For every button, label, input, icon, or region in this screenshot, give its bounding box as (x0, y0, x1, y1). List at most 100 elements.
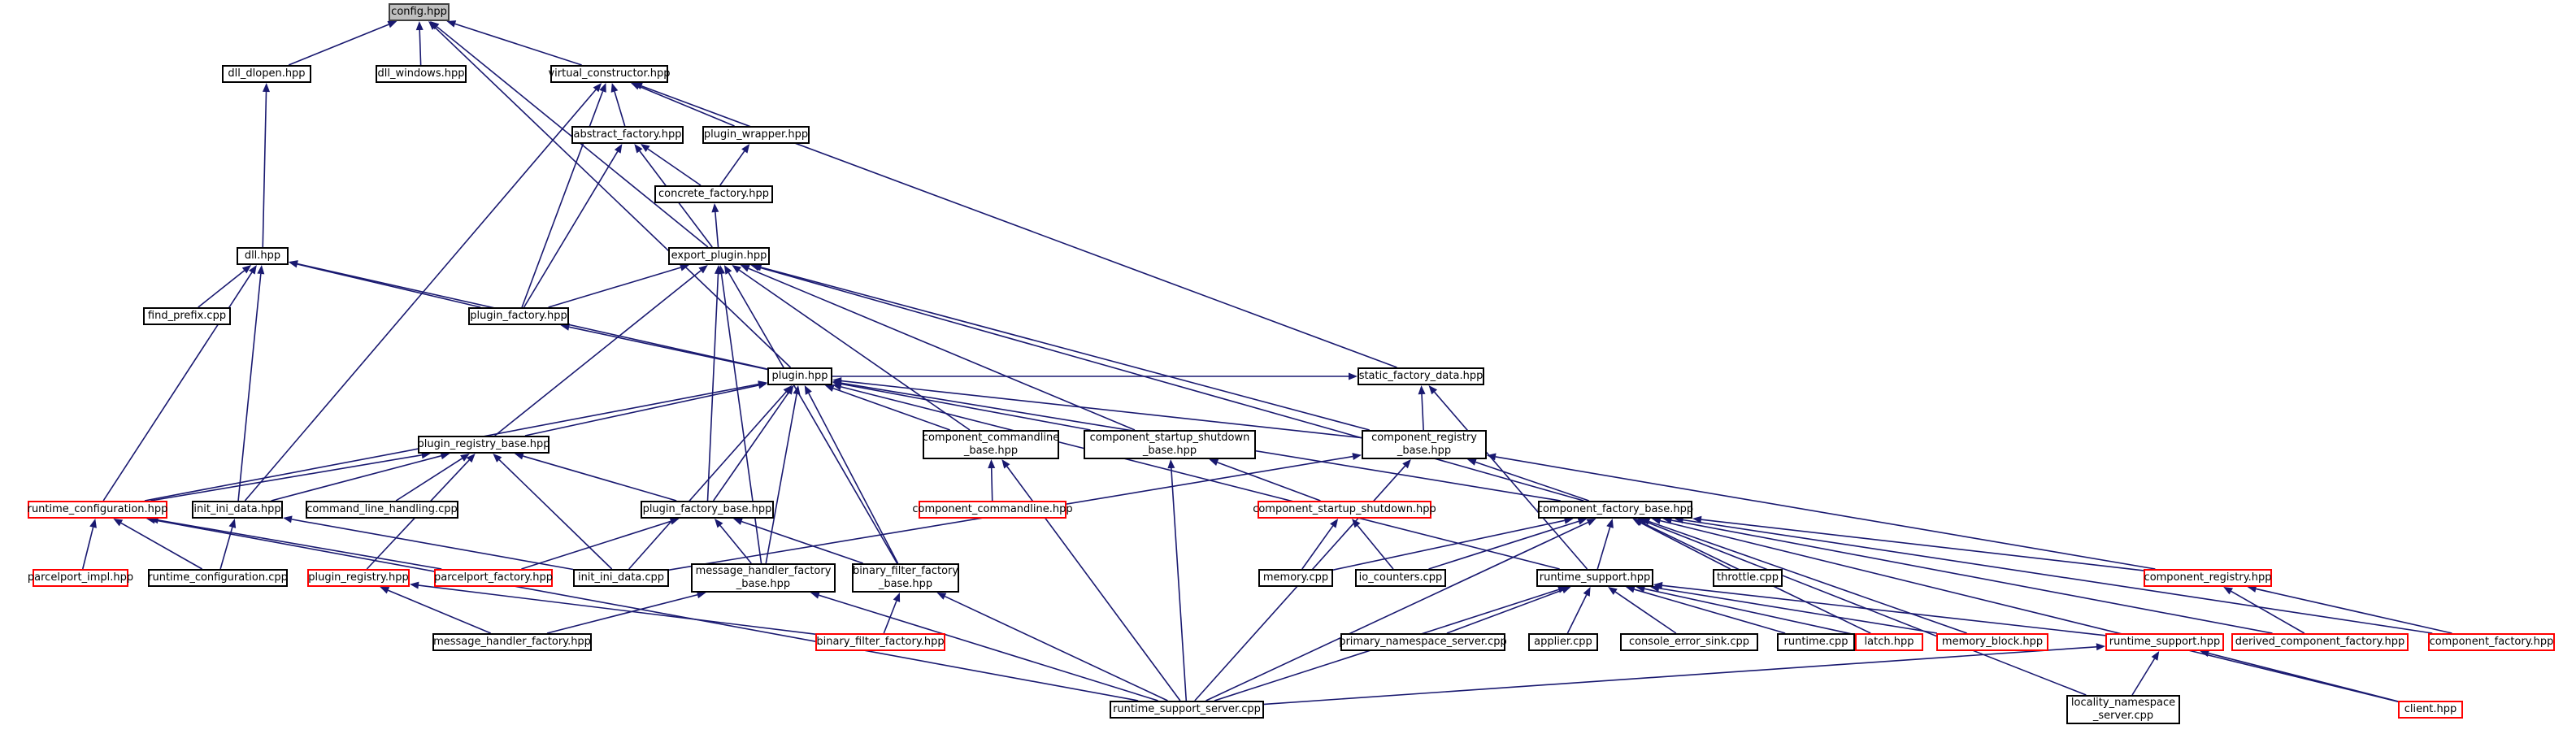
edge-throttle-to-component-factory-base (1640, 522, 1731, 570)
edge-message-handler-factory-to-message-handler-factory-base (546, 593, 698, 634)
node-binary-filter-factory[interactable]: binary_filter_factory.hpp (815, 633, 945, 651)
edge-client-to-runtime-support-red (2208, 652, 2399, 702)
arrowhead-plugin-registry-base (466, 454, 476, 463)
edge-component-factory-base-to-component-registry-base (1475, 461, 1589, 502)
node-component-factory[interactable]: component_factory.hpp (2428, 633, 2555, 651)
arrowhead-runtime-support-red (2096, 643, 2105, 651)
arrowhead-component-commandline-base (1001, 459, 1010, 469)
edge-component-commandline-base-to-export-plugin (738, 269, 971, 431)
edge-component-registry-base-to-export-plugin (761, 267, 1370, 431)
node-plugin-factory-base[interactable]: plugin_factory_base.hpp (641, 501, 774, 519)
node-message-handler-factory[interactable]: message_handler_factory.hpp (432, 633, 592, 651)
node-config[interactable]: config.hpp (389, 3, 450, 21)
node-command-line-handling[interactable]: command_line_handling.cpp (306, 501, 458, 519)
arrowhead-dll (249, 265, 257, 275)
node-throttle[interactable]: throttle.cpp (1713, 569, 1783, 587)
edge-runtime-support-server-to-runtime-configuration-hpp (154, 519, 1139, 701)
node-component-registry[interactable]: component_registry.hpp (2144, 569, 2272, 587)
arrowhead-plugin (824, 384, 835, 392)
arrowhead-plugin (804, 385, 812, 395)
edge-component-factory-base-to-export-plugin (758, 267, 1584, 502)
edge-init-ini-data-cpp-to-init-ini-data-hpp (291, 519, 574, 571)
arrowhead-plugin-factory-base (669, 518, 680, 525)
edge-io-counters-to-component-factory-base (1428, 520, 1579, 570)
node-primary-namespace-server[interactable]: primary_namespace_server.cpp (1339, 633, 1507, 651)
arrowhead-plugin-wrapper (741, 144, 750, 154)
node-applier[interactable]: applier.cpp (1528, 633, 1598, 651)
edge-init-ini-data-cpp-to-plugin (628, 391, 787, 570)
arrowhead-component-factory-base (1606, 519, 1614, 528)
arrowhead-component-registry-base (1487, 453, 1497, 461)
node-client[interactable]: client.hpp (2398, 701, 2463, 719)
node-plugin[interactable]: plugin.hpp (767, 367, 832, 385)
node-init-ini-data-cpp[interactable]: init_ini_data.cpp (573, 569, 669, 587)
node-dll[interactable]: dll.hpp (237, 247, 289, 265)
arrowhead-config (415, 21, 424, 31)
node-runtime-configuration-cpp[interactable]: runtime_configuration.cpp (148, 569, 288, 587)
node-memory-block[interactable]: memory_block.hpp (1936, 633, 2048, 651)
node-plugin-registry[interactable]: plugin_registry.hpp (307, 569, 410, 587)
node-parcelport-impl[interactable]: parcelport_impl.hpp (28, 569, 133, 587)
node-runtime-configuration-hpp[interactable]: runtime_configuration.hpp (28, 501, 167, 519)
node-parcelport-factory[interactable]: parcelport_factory.hpp (434, 569, 553, 587)
node-runtime-support-hpp[interactable]: runtime_support.hpp (1536, 569, 1653, 587)
edge-component-commandline-base-to-plugin (832, 387, 950, 431)
node-memory[interactable]: memory.cpp (1258, 569, 1333, 587)
arrowhead-runtime-support-hpp (1557, 586, 1567, 593)
arrowhead-plugin-registry-base (460, 454, 470, 462)
arrowhead-plugin (783, 385, 793, 395)
arrowhead-export-plugin (750, 263, 761, 271)
node-component-startup-shutdown[interactable]: component_startup_shutdown.hpp (1253, 501, 1436, 519)
edge-primary-namespace-server-to-runtime-support-hpp (1446, 589, 1563, 634)
node-binary-filter-factory-base[interactable]: binary_filter_factory _base.hpp (852, 563, 959, 593)
node-dll-windows[interactable]: dll_windows.hpp (376, 65, 467, 83)
node-plugin-wrapper[interactable]: plugin_wrapper.hpp (702, 126, 810, 144)
arrowhead-abstract-factory (614, 144, 623, 154)
node-derived-component-factory[interactable]: derived_component_factory.hpp (2231, 633, 2409, 651)
node-init-ini-data-hpp[interactable]: init_ini_data.hpp (192, 501, 283, 519)
edge-memory-block-to-runtime-support-hpp (1658, 587, 1938, 634)
arrowhead-plugin-registry-base (493, 454, 502, 463)
node-message-handler-factory-base[interactable]: message_handler_factory _base.hpp (691, 563, 836, 593)
node-virtual-constructor[interactable]: virtual_constructor.hpp (548, 65, 671, 83)
arrowhead-component-registry-base (1352, 453, 1362, 461)
node-plugin-registry-base[interactable]: plugin_registry_base.hpp (418, 436, 550, 454)
node-dll-dlopen[interactable]: dll_dlopen.hpp (222, 65, 311, 83)
arrowhead-plugin (793, 385, 801, 395)
arrowhead-init-ini-data-hpp (283, 515, 293, 523)
node-io-counters[interactable]: io_counters.cpp (1355, 569, 1446, 587)
arrowhead-runtime-configuration-hpp (113, 519, 124, 527)
arrowhead-component-startup-shutdown (1330, 519, 1339, 528)
node-console-error-sink[interactable]: console_error_sink.cpp (1620, 633, 1758, 651)
node-latch[interactable]: latch.hpp (1855, 633, 1923, 651)
node-find-prefix[interactable]: find_prefix.cpp (143, 307, 231, 325)
node-plugin-factory[interactable]: plugin_factory.hpp (468, 307, 569, 325)
edge-memory-to-component-startup-shutdown (1301, 525, 1334, 570)
node-component-factory-base[interactable]: component_factory_base.hpp (1537, 501, 1693, 519)
arrowhead-static-factory-data (1428, 385, 1438, 395)
node-abstract-factory[interactable]: abstract_factory.hpp (571, 126, 684, 144)
edge-virtual-constructor-to-config (454, 23, 582, 66)
node-component-startup-shutdown-base[interactable]: component_startup_shutdown _base.hpp (1084, 430, 1256, 459)
arrowhead-component-startup-shutdown-base (1167, 459, 1175, 469)
node-component-commandline-base[interactable]: component_commandline _base.hpp (923, 430, 1059, 459)
arrowhead-plugin-registry (380, 587, 390, 594)
edge-parcelport-factory-to-plugin-factory-base (521, 520, 671, 570)
arrowhead-static-factory-data (1349, 372, 1358, 380)
arrowhead-runtime-support-hpp (1583, 587, 1591, 597)
node-runtime-support-server[interactable]: runtime_support_server.cpp (1110, 701, 1264, 719)
node-concrete-factory[interactable]: concrete_factory.hpp (654, 185, 773, 203)
node-runtime-support-red[interactable]: runtime_support.hpp (2105, 633, 2224, 651)
node-runtime-cpp[interactable]: runtime.cpp (1777, 633, 1855, 651)
node-component-registry-base[interactable]: component_registry _base.hpp (1362, 430, 1487, 459)
node-component-commandline[interactable]: component_commandline.hpp (912, 501, 1073, 519)
node-export-plugin[interactable]: export_plugin.hpp (668, 247, 770, 265)
edge-runtime-support-red-to-runtime-support-hpp (1662, 584, 2106, 636)
arrowhead-virtual-constructor (633, 82, 643, 90)
node-static-factory-data[interactable]: static_factory_data.hpp (1358, 367, 1484, 385)
edge-runtime-support-server-to-runtime-support-red (1263, 645, 2097, 706)
arrowhead-component-factory-base (1651, 517, 1662, 524)
edge-component-factory-to-component-registry (2256, 588, 2452, 634)
node-locality-namespace-server[interactable]: locality_namespace _server.cpp (2066, 695, 2180, 724)
